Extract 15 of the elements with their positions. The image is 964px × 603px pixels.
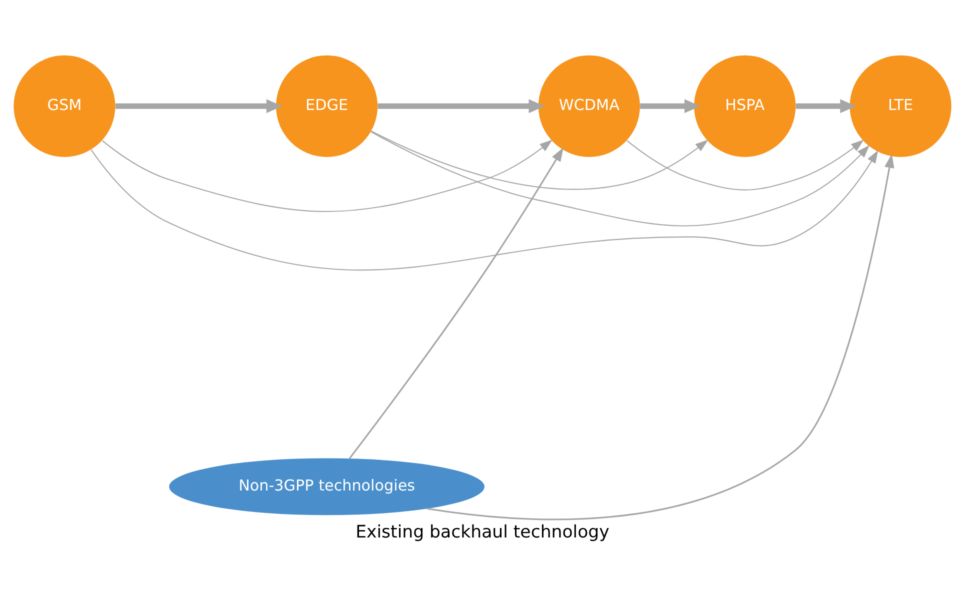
arrow xyxy=(795,99,856,114)
arrow xyxy=(370,131,870,226)
arrow xyxy=(626,140,864,190)
arrow xyxy=(114,99,282,114)
node-circle: EDGE xyxy=(276,55,378,157)
arrow xyxy=(640,99,700,114)
arrow xyxy=(101,140,552,212)
arrow xyxy=(348,147,564,459)
node-ellipse: Non-3GPP technologies xyxy=(168,458,484,516)
arrow xyxy=(377,99,544,114)
arrow xyxy=(90,149,878,270)
arrow xyxy=(370,130,708,190)
arrow xyxy=(426,154,894,520)
node-circle: GSM xyxy=(13,55,115,157)
caption: Existing backhaul technology xyxy=(355,522,609,543)
